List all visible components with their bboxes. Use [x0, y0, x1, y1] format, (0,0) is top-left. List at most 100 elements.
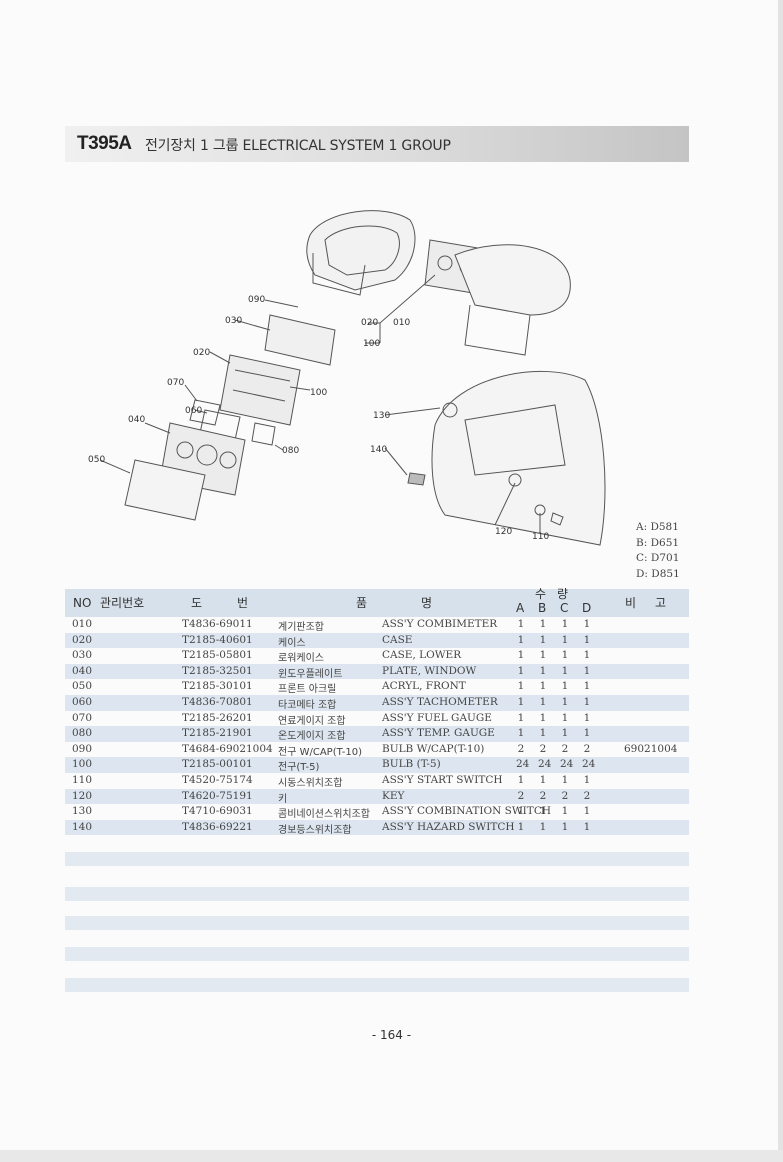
- name-korean: 전구(T-5): [278, 762, 320, 774]
- name-korean: 시동스위치조합: [278, 777, 343, 789]
- name-english: CASE: [382, 633, 413, 646]
- name-korean: 윈도우플레이트: [278, 668, 343, 680]
- header-qty-2: 량: [557, 587, 569, 601]
- qty-d: 1: [583, 618, 591, 630]
- section-title: 전기장치 1 그룹 ELECTRICAL SYSTEM 1 GROUP: [145, 138, 451, 154]
- qty-b: 1: [539, 649, 547, 662]
- row-no: 100: [72, 758, 93, 771]
- qty-c: 1: [561, 820, 569, 833]
- name-english: ASS'Y TACHOMETER: [382, 695, 498, 708]
- section-code: T395A: [77, 133, 132, 154]
- qty-b: 1: [539, 805, 547, 818]
- parts-exploded-diagram: 090 030 020 070 060 040 050 100 080 020 …: [85, 195, 685, 565]
- remark: 69021004: [624, 742, 678, 755]
- qty-a: 1: [517, 649, 525, 662]
- qty-a: 24: [516, 758, 530, 771]
- row-no: 130: [72, 805, 93, 818]
- callout-050: 050: [88, 455, 105, 465]
- part-number: T2185-26201: [182, 711, 253, 724]
- header-drawing-2: 번: [237, 596, 249, 610]
- qty-d: 1: [583, 664, 591, 677]
- qty-d: 1: [583, 649, 591, 662]
- header-name-2: 명: [421, 596, 433, 610]
- part-number: T4836-69221: [182, 820, 253, 833]
- qty-c: 2: [561, 742, 569, 755]
- qty-b: 24: [538, 758, 552, 771]
- name-english: ASS'Y FUEL GAUGE: [382, 711, 492, 724]
- qty-b: 2: [539, 742, 547, 755]
- empty-row-stripe: [65, 978, 689, 992]
- qty-b: 1: [539, 680, 547, 693]
- diagram-drawing: 090 030 020 070 060 040 050 100 080 020 …: [88, 210, 606, 546]
- name-korean: 키: [278, 793, 288, 805]
- name-english: ASS'Y TEMP. GAUGE: [382, 727, 495, 740]
- qty-a: 1: [517, 618, 525, 630]
- callout-020-right: 020: [361, 318, 378, 328]
- callout-110: 110: [532, 532, 549, 542]
- qty-d: 2: [583, 789, 591, 802]
- qty-d: 1: [583, 820, 591, 833]
- header-qty-a: A: [516, 601, 525, 615]
- callout-060: 060: [185, 406, 202, 416]
- part-number: T2185-40601: [182, 633, 253, 646]
- callout-010: 010: [393, 318, 410, 328]
- section-title-bar: T395A 전기장치 1 그룹 ELECTRICAL SYSTEM 1 GROU…: [65, 126, 689, 162]
- part-number: T4620-75191: [182, 789, 253, 802]
- qty-c: 1: [561, 664, 569, 677]
- header-mgmt-no: 관리번호: [100, 596, 145, 610]
- name-english: ASS'Y COMBINATION SWITCH: [382, 805, 552, 818]
- row-no: 040: [72, 664, 93, 677]
- empty-row-stripe: [65, 947, 689, 961]
- qty-a: 1: [517, 664, 525, 677]
- callout-140: 140: [370, 445, 387, 455]
- callout-080: 080: [282, 446, 299, 456]
- page-bottom-edge: [0, 1150, 783, 1162]
- name-english: BULB (T-5): [382, 758, 441, 771]
- name-korean: 전구 W/CAP(T-10): [278, 746, 363, 758]
- qty-a: 1: [517, 711, 525, 724]
- callout-090: 090: [248, 295, 265, 305]
- header-qty-d: D: [582, 601, 592, 615]
- part-number: T4684-69021004: [182, 742, 273, 755]
- name-korean: 경보등스위치조합: [278, 824, 352, 836]
- qty-c: 24: [560, 758, 574, 771]
- name-korean: 온도게이지 조합: [278, 731, 346, 743]
- qty-a: 2: [517, 742, 525, 755]
- row-no: 110: [72, 773, 93, 786]
- qty-b: 1: [539, 727, 547, 740]
- callout-040: 040: [128, 415, 145, 425]
- name-korean: 계기판조합: [278, 622, 324, 633]
- qty-d: 1: [583, 695, 591, 708]
- qty-a: 1: [517, 695, 525, 708]
- name-korean: 케이스: [278, 637, 306, 649]
- header-qty-c: C: [560, 601, 569, 615]
- empty-row-stripe: [65, 887, 689, 901]
- name-english: PLATE, WINDOW: [382, 664, 477, 677]
- name-english: ASS'Y START SWITCH: [382, 773, 503, 786]
- part-number: T4836-70801: [182, 695, 253, 708]
- qty-c: 1: [561, 618, 569, 630]
- name-english: ASS'Y COMBIMETER: [382, 618, 498, 630]
- qty-d: 1: [583, 773, 591, 786]
- header-name-1: 품: [356, 596, 368, 610]
- header-qty-b: B: [538, 601, 547, 615]
- qty-b: 1: [539, 695, 547, 708]
- part-number: T2185-05801: [182, 649, 253, 662]
- page-number: - 164 -: [371, 1028, 412, 1042]
- callout-130: 130: [373, 411, 390, 421]
- qty-b: 2: [539, 789, 547, 802]
- qty-c: 1: [561, 773, 569, 786]
- row-no: 020: [72, 633, 93, 646]
- qty-a: 1: [517, 680, 525, 693]
- part-number: T2185-00101: [182, 758, 253, 771]
- model-b: B: D651: [636, 536, 680, 549]
- callout-030: 030: [225, 316, 242, 326]
- name-korean: 프론트 아크릴: [278, 684, 337, 696]
- page-edge-shadow: [778, 0, 783, 1162]
